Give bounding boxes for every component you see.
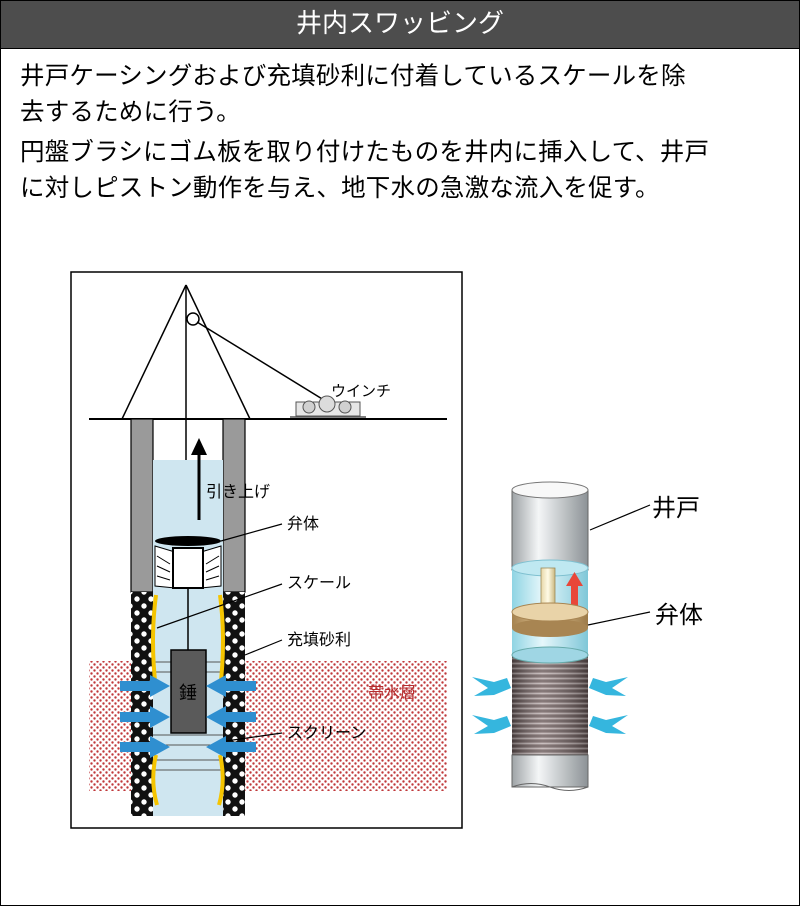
label-lift: 引き上げ <box>206 482 270 501</box>
gravel-pack-right <box>223 592 245 816</box>
valve-body <box>154 536 222 650</box>
tripod <box>121 284 333 541</box>
pipe-top <box>511 481 589 499</box>
label-aquifer: 帯水層 <box>368 683 416 702</box>
description-line-1: 井戸ケーシングおよび充填砂利に付着しているスケールを除 <box>20 61 686 90</box>
description-line-4: に対しピストン動作を与え、地下水の急激な流入を促す。 <box>20 173 660 202</box>
gravel-pack-left <box>131 592 153 816</box>
weight-block <box>170 649 207 734</box>
label-screen: スクリーン <box>287 723 366 742</box>
scale-left-lower <box>151 754 159 806</box>
description-line-2: 去するために行う。 <box>20 97 241 126</box>
valve-detail: 井戸 弁体 <box>472 481 703 791</box>
title-bar: 井内スワッビング <box>1 1 799 49</box>
detail-inflow-arrows <box>472 677 628 734</box>
scale-right-lower <box>217 754 225 806</box>
pipe-cut-edge <box>511 783 589 791</box>
casing-right <box>222 418 246 593</box>
label-well: 井戸 <box>652 494 700 522</box>
red-lift-arrow-icon <box>566 572 583 610</box>
winch-icon <box>290 395 366 418</box>
well-cross-section: ウインチ 引き上げ <box>70 271 463 829</box>
label-gravel: 充填砂利 <box>287 630 351 649</box>
leader-lines <box>156 523 283 742</box>
inflow-arrows <box>120 675 256 758</box>
label-valve-detail: 弁体 <box>655 601 703 629</box>
label-scale: スケール <box>287 573 351 592</box>
label-weight: 錘 <box>179 683 197 704</box>
label-valve: 弁体 <box>287 514 319 533</box>
casing-left <box>130 418 154 593</box>
description-line-3: 円盤ブラシにゴム板を取り付けたものを井内に挿入して、井戸 <box>20 137 710 166</box>
page-title: 井内スワッビング <box>295 9 504 39</box>
label-winch: ウインチ <box>331 382 391 400</box>
lift-arrow-icon <box>191 438 207 520</box>
